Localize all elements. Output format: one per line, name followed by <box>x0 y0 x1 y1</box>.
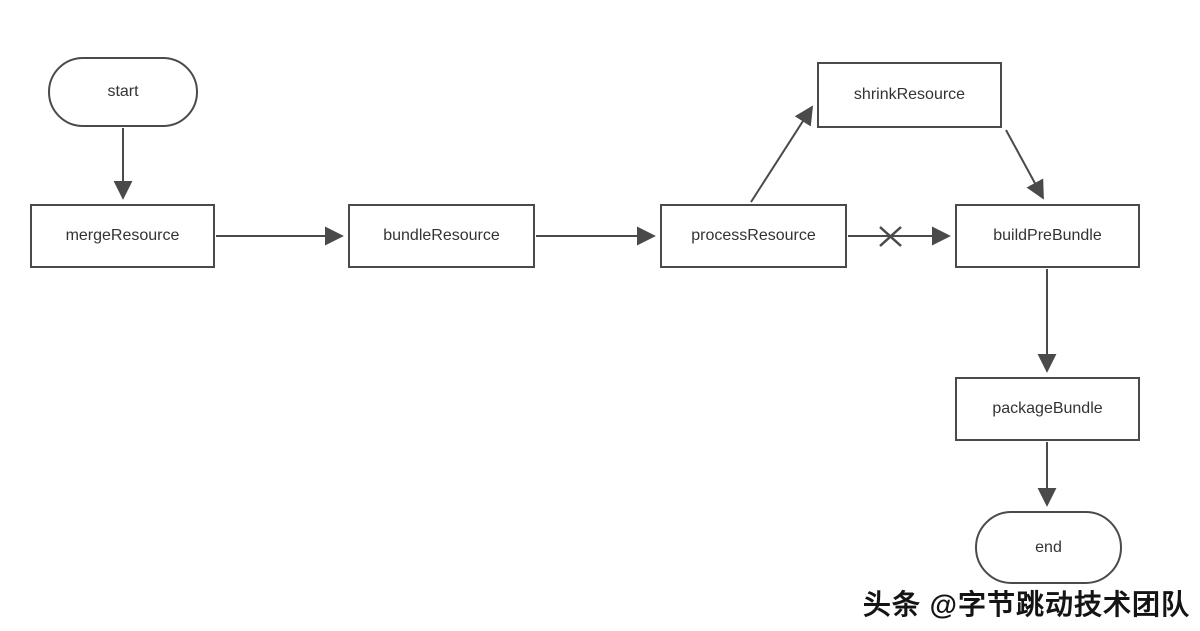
node-shrinkresource-label: shrinkResource <box>853 86 966 103</box>
node-bundleresource: bundleResource <box>348 204 535 268</box>
node-processresource-label: processResource <box>691 227 816 244</box>
cross-mark <box>879 226 902 247</box>
node-buildprebundle-label: buildPreBundle <box>993 227 1102 244</box>
edge-shrinkresource-to-buildprebundle <box>1005 129 1044 200</box>
node-mergeresource: mergeResource <box>30 204 215 268</box>
node-processresource: processResource <box>660 204 847 268</box>
node-end: end <box>975 511 1122 584</box>
node-mergeresource-label: mergeResource <box>65 227 180 244</box>
node-start: start <box>48 57 198 127</box>
node-end-label: end <box>1035 538 1062 556</box>
edge-processresource-to-shrinkresource <box>750 105 814 203</box>
node-packagebundle-label: packageBundle <box>992 400 1103 417</box>
node-start-label: start <box>107 83 139 100</box>
node-packagebundle: packageBundle <box>955 377 1140 441</box>
node-bundleresource-label: bundleResource <box>383 227 500 244</box>
node-shrinkresource: shrinkResource <box>817 62 1002 128</box>
node-buildprebundle: buildPreBundle <box>955 204 1140 268</box>
watermark-text: 头条 @字节跳动技术团队 <box>862 589 1190 620</box>
